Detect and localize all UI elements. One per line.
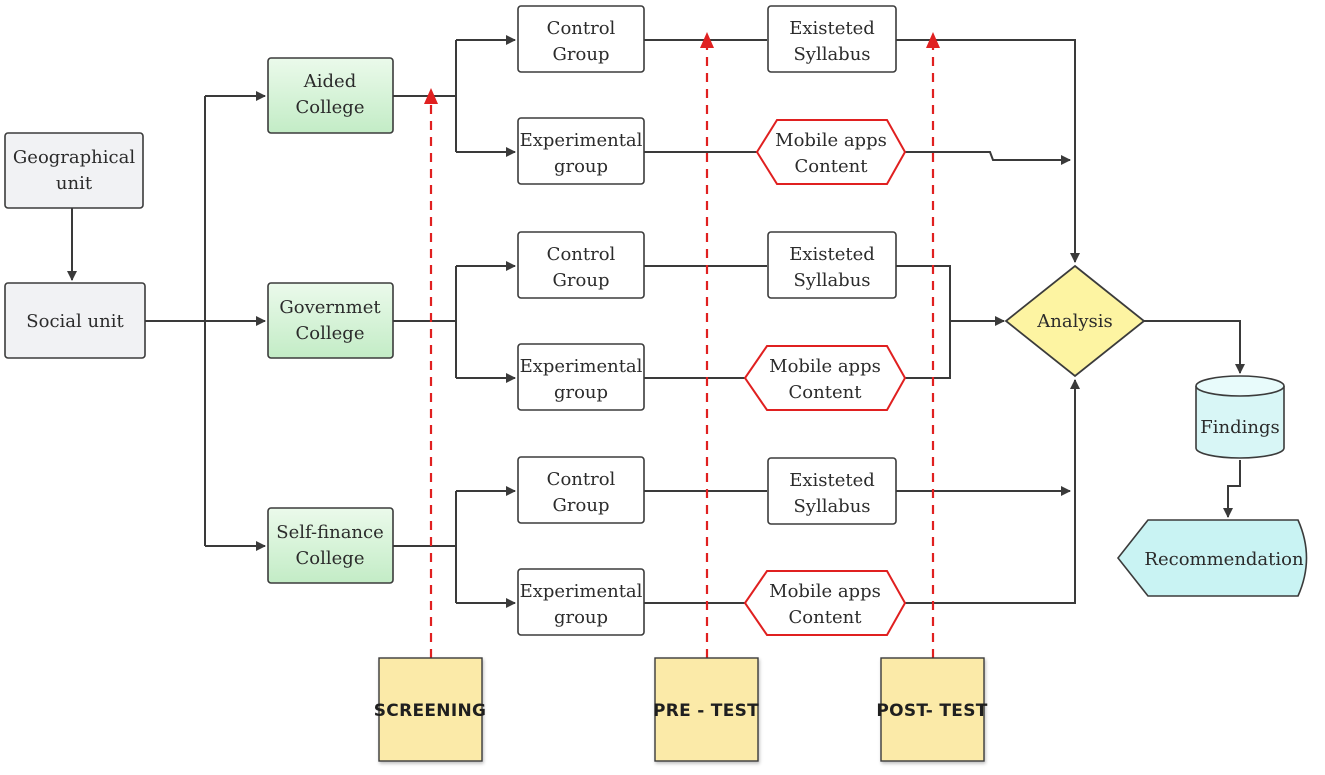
geographical-unit-node: Geographical unit [4, 132, 144, 209]
edge-sf-split [393, 491, 457, 603]
experimental-group-node-government: Experimental group [517, 343, 645, 411]
edge-mobile3-analysis [905, 379, 1080, 604]
selffinance-college-line2: College [296, 548, 365, 569]
recommendation-label: Recommendation [1144, 549, 1304, 570]
control-group-line2: Group [553, 270, 610, 291]
arrowhead-icon [926, 32, 940, 48]
mobile-apps-line1: Mobile apps [769, 581, 881, 602]
mobile-apps-line2: Content [789, 607, 863, 628]
existed-syllabus-line1: Existeted [789, 470, 875, 491]
experimental-group-line1: Experimental [520, 581, 643, 602]
existed-syllabus-node-selffinance: Existeted Syllabus [767, 457, 897, 525]
control-group-node-selffinance: Control Group [517, 456, 645, 524]
arrowhead-icon [424, 88, 438, 104]
mobile-apps-line2: Content [789, 382, 863, 403]
edge-syllabus1-analysis [896, 39, 1080, 263]
connector-lines [67, 35, 1245, 608]
aided-college-node: Aided College [267, 57, 394, 134]
experimental-group-line1: Experimental [520, 356, 643, 377]
stage-dashed-arrows [424, 32, 940, 658]
control-group-line1: Control [547, 18, 616, 39]
experimental-group-line2: group [554, 607, 608, 628]
mobile-apps-content-node-aided: Mobile apps Content [755, 119, 907, 185]
edge-row2-join [896, 265, 951, 379]
control-group-line1: Control [547, 469, 616, 490]
mobile-apps-content-node-selffinance: Mobile apps Content [743, 570, 907, 636]
geographical-unit-line2: unit [56, 173, 93, 194]
existed-syllabus-line2: Syllabus [793, 496, 870, 517]
government-college-line2: College [296, 323, 365, 344]
findings-node: Findings [1195, 375, 1285, 459]
existed-syllabus-line2: Syllabus [793, 270, 870, 291]
experimental-group-line2: group [554, 382, 608, 403]
edge-aided-split [393, 40, 457, 152]
edge-mobile1-analysis [905, 151, 1071, 165]
edge-analysis-findings [1144, 320, 1245, 374]
pretest-label: PRE - TEST [653, 701, 759, 721]
findings-label: Findings [1200, 417, 1279, 438]
government-college-node: Governmet College [267, 282, 394, 359]
mobile-apps-line2: Content [795, 156, 869, 177]
aided-college-line2: College [296, 97, 365, 118]
experimental-group-node-aided: Experimental group [517, 117, 645, 185]
existed-syllabus-node-government: Existeted Syllabus [767, 231, 897, 299]
existed-syllabus-line2: Syllabus [793, 44, 870, 65]
edge-gov-split [393, 266, 457, 378]
geographical-unit-line1: Geographical [13, 147, 135, 168]
screening-stage-note: SCREENING [374, 657, 486, 762]
experimental-group-node-selffinance: Experimental group [517, 568, 645, 636]
mobile-apps-line1: Mobile apps [769, 356, 881, 377]
mobile-apps-line1: Mobile apps [775, 130, 887, 151]
social-unit-node: Social unit [4, 282, 146, 359]
experimental-group-line2: group [554, 156, 608, 177]
government-college-line1: Governmet [279, 297, 381, 318]
existed-syllabus-line1: Existeted [789, 244, 875, 265]
arrowhead-icon [700, 32, 714, 48]
existed-syllabus-line1: Existeted [789, 18, 875, 39]
existed-syllabus-node-aided: Existeted Syllabus [767, 5, 897, 73]
control-group-line2: Group [553, 44, 610, 65]
social-unit-label: Social unit [26, 311, 124, 332]
aided-college-line1: Aided [303, 71, 356, 92]
experimental-group-line1: Experimental [520, 130, 643, 151]
edge-findings-recommendation [1223, 460, 1241, 518]
screening-label: SCREENING [374, 701, 486, 721]
control-group-node-aided: Control Group [517, 5, 645, 73]
selffinance-college-node: Self-finance College [267, 507, 394, 584]
control-group-line2: Group [553, 495, 610, 516]
selffinance-college-line1: Self-finance [276, 522, 384, 543]
recommendation-node: Recommendation [1116, 519, 1308, 597]
posttest-stage-note: POST- TEST [876, 657, 987, 762]
analysis-node: Analysis [1004, 264, 1146, 378]
analysis-label: Analysis [1036, 311, 1112, 332]
control-group-node-government: Control Group [517, 231, 645, 299]
posttest-label: POST- TEST [876, 701, 987, 721]
pretest-stage-note: PRE - TEST [653, 657, 759, 762]
control-group-line1: Control [547, 244, 616, 265]
mobile-apps-content-node-government: Mobile apps Content [743, 345, 907, 411]
